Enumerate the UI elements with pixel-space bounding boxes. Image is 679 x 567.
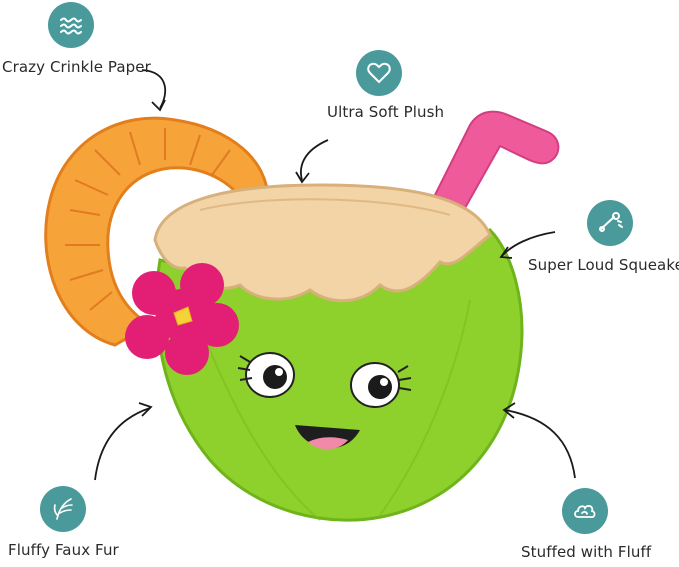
feature-label-fur: Fluffy Faux Fur [8,541,119,559]
right-eye [350,362,412,408]
faux-fur-badge [40,486,86,532]
feather-icon [53,498,73,520]
pineapple-ring [44,116,270,347]
cloud-icon [574,504,596,518]
soft-plush-badge [356,50,402,96]
heart-icon [367,62,391,84]
feature-label-plush: Ultra Soft Plush [327,103,445,121]
hibiscus-flower [125,263,239,375]
waves-icon [60,17,82,35]
crinkle-paper-badge [48,2,94,48]
feature-label-crinkle: Crazy Crinkle Paper [2,58,151,76]
horn-icon [599,212,623,232]
feature-label-fluff: Stuffed with Fluff [521,543,652,561]
straw [433,110,560,210]
squeaker-badge [587,200,633,246]
callout-arrows [94,69,576,481]
fluff-stuffing-badge [562,488,608,534]
left-eye [237,352,295,398]
feature-label-squeaker: Super Loud Squeaker [528,256,679,274]
mouth [295,425,360,450]
